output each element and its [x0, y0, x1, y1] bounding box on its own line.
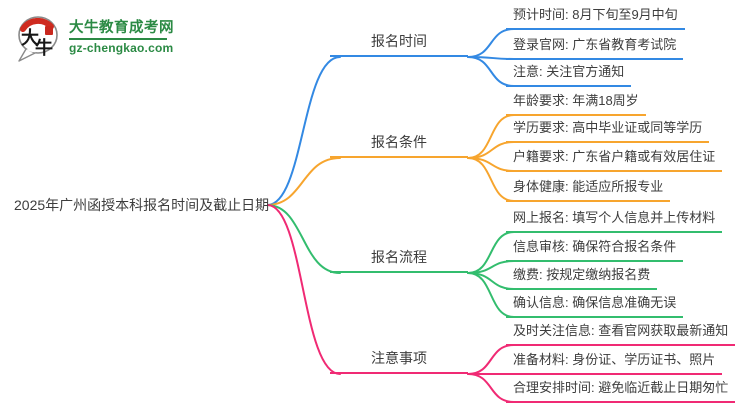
leaf-expected-time: 预计时间: 8月下旬至9月中旬 [506, 5, 685, 30]
leaf-health-requirement: 身体健康: 能适应所报专业 [506, 177, 671, 202]
site-domain: gz-chengkao.com [69, 41, 174, 55]
leaf-online-registration: 网上报名: 填写个人信息并上传材料 [506, 208, 723, 233]
logo-red-arc [20, 17, 54, 32]
branch-label-registration-process: 报名流程 [330, 248, 468, 273]
leaf-follow-updates: 及时关注信息: 查看官网获取最新通知 [506, 321, 736, 346]
central-topic: 2025年广州函授本科报名时间及截止日期 [14, 197, 270, 213]
site-name: 大牛教育成考网 [69, 20, 174, 36]
branch-label-notes: 注意事项 [330, 349, 468, 374]
site-logo-text: 大牛教育成考网 gz-chengkao.com [69, 20, 174, 55]
leaf-plan-time: 合理安排时间: 避免临近截止日期匆忙 [506, 378, 736, 403]
logo-divider [69, 38, 167, 40]
site-logo[interactable]: 大 牛 大牛教育成考网 gz-chengkao.com [14, 12, 174, 64]
leaf-residence-requirement: 户籍要求: 广东省户籍或有效居住证 [506, 147, 723, 172]
leaf-prepare-materials: 准备材料: 身份证、学历证书、照片 [506, 350, 723, 375]
site-logo-icon: 大 牛 [18, 16, 58, 62]
branch-2-lines [267, 114, 515, 206]
logo-mark-char1: 大 [21, 27, 39, 48]
logo-mark-char2: 牛 [35, 37, 53, 58]
leaf-info-review: 信息审核: 确保符合报名条件 [506, 237, 684, 262]
branch-label-registration-time: 报名时间 [330, 32, 468, 57]
leaf-education-requirement: 学历要求: 高中毕业证或同等学历 [506, 118, 710, 143]
leaf-payment: 缴费: 按规定缴纳报名费 [506, 265, 658, 290]
leaf-confirm-info: 确认信息: 确保信息准确无误 [506, 293, 684, 318]
leaf-notice: 注意: 关注官方通知 [506, 62, 632, 87]
leaf-official-site: 登录官网: 广东省教育考试院 [506, 35, 684, 60]
leaf-age-requirement: 年龄要求: 年满18周岁 [506, 91, 646, 116]
logo-seal-icon [45, 26, 53, 35]
branch-label-registration-conditions: 报名条件 [330, 133, 468, 158]
